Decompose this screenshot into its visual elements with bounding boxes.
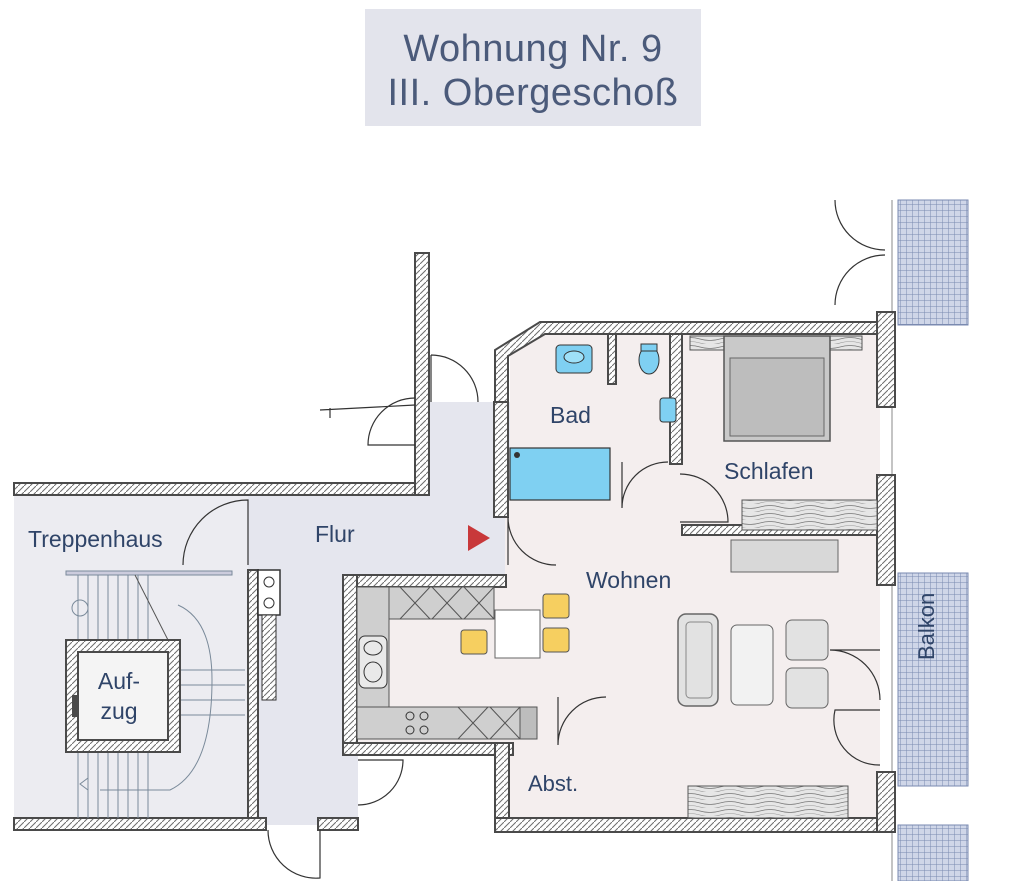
- small-washbasin-icon: [659, 397, 677, 423]
- room-label-balkon: Balkon: [914, 592, 939, 660]
- door-kitchen-side: [357, 759, 404, 806]
- stool-2: [542, 627, 570, 653]
- stool-3: [460, 629, 488, 655]
- door-balkon-2: [833, 709, 881, 766]
- aufzug-line1: Auf-: [97, 668, 141, 694]
- wardrobe-bottom: [741, 499, 878, 531]
- entrance-arrow-icon: [468, 525, 490, 551]
- wall-treppenhaus-top: [13, 482, 430, 496]
- room-label-abst: Abst.: [528, 771, 579, 796]
- stair-start-marker: [71, 599, 89, 617]
- elevator-icon: [65, 639, 181, 753]
- utility-shaft: [257, 569, 281, 701]
- wall-kitchen-top: [342, 574, 507, 588]
- balcony-bottom: [897, 824, 969, 881]
- wall-right-3: [876, 771, 896, 833]
- plan-title-box: Wohnung Nr. 9 III. Obergeschoß: [365, 9, 701, 126]
- door-bad: [621, 461, 669, 509]
- sofa-icon: [677, 613, 719, 707]
- door-top-balcony: [834, 199, 886, 306]
- armchair-1: [785, 619, 829, 661]
- door-apartment: [507, 516, 557, 566]
- room-label-schlafen: Schlafen: [724, 458, 814, 484]
- living-furniture: [460, 539, 849, 819]
- plan-title-line2: III. Obergeschoß: [387, 72, 679, 114]
- fridge: [519, 706, 538, 740]
- stove-icon: [405, 711, 429, 735]
- wall-apartment-left-upper: [493, 401, 509, 518]
- shelf-bottom: [687, 785, 849, 819]
- kitchen-table: [494, 609, 541, 659]
- wall-bad-wc: [607, 333, 617, 385]
- door-treppenhaus: [182, 499, 249, 566]
- stool-1: [542, 593, 570, 619]
- shower-icon: [509, 447, 611, 501]
- room-label-aufzug: Auf- zug: [84, 666, 154, 726]
- sideboard: [730, 539, 839, 573]
- armchair-2: [785, 667, 829, 709]
- door-schlafen: [679, 473, 729, 523]
- wall-right-2: [876, 474, 896, 586]
- kitchen: [356, 586, 538, 740]
- door-balkon-1: [829, 649, 881, 701]
- room-label-flur: Flur: [315, 521, 355, 547]
- door-entrance-upper: [430, 354, 479, 403]
- balcony-top: [897, 199, 969, 326]
- wall-flur-bottom: [317, 817, 359, 831]
- bedroom-furniture: [689, 335, 878, 531]
- bathroom-fixtures: [509, 343, 677, 501]
- aufzug-line2: zug: [100, 698, 138, 724]
- flur-mid-floor: [248, 495, 508, 575]
- wall-flur-upper: [414, 252, 430, 496]
- window-upper-stub: [319, 404, 416, 418]
- wall-treppenhaus-bottom: [13, 817, 267, 831]
- door-abst: [557, 696, 607, 746]
- doors: [182, 199, 886, 879]
- wall-kitchen-bottom: [342, 742, 514, 756]
- room-label-bad: Bad: [550, 402, 591, 428]
- wall-flur-lower: [247, 569, 259, 819]
- coffee-table: [730, 624, 774, 706]
- stair-top-rail: [65, 570, 233, 576]
- wall-kitchen-left: [342, 574, 358, 756]
- balcony-main: [897, 572, 969, 787]
- door-flur-upper-left: [367, 397, 416, 446]
- plan-title-line1: Wohnung Nr. 9: [403, 28, 663, 70]
- wall-apartment-bottom: [494, 817, 896, 833]
- counter-bottom: [356, 706, 538, 740]
- door-flur-bottom: [267, 829, 321, 879]
- room-label-wohnen: Wohnen: [586, 567, 672, 593]
- balconies: [891, 199, 969, 881]
- room-label-treppenhaus: Treppenhaus: [28, 526, 163, 552]
- wall-right-1: [876, 311, 896, 408]
